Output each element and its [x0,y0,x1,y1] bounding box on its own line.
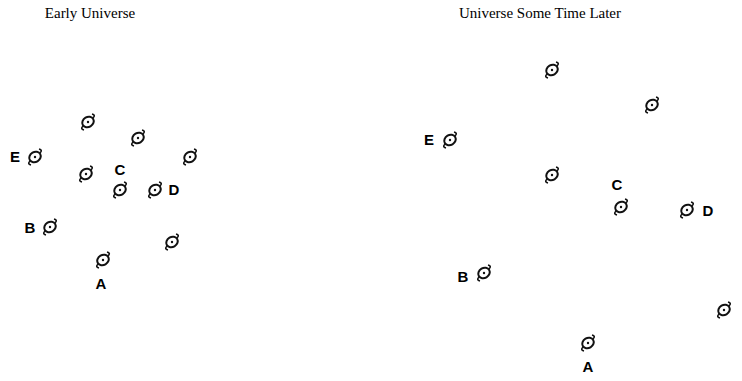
galaxy-label: C [612,177,623,194]
galaxy-later [442,62,731,351]
galaxy-label: A [96,276,107,293]
panel-heading: Early Universe [45,5,135,22]
galaxy-label: B [458,269,469,286]
galaxy-label: D [169,182,180,199]
galaxy-label: D [703,203,714,220]
galaxy-label: E [10,149,20,166]
panel-heading: Universe Some Time Later [459,5,621,22]
galaxy-early [27,114,197,268]
galaxy-label: E [424,132,434,149]
galaxy-label: C [115,162,126,179]
galaxy-label: B [25,220,36,237]
galaxy-label: A [583,359,594,376]
